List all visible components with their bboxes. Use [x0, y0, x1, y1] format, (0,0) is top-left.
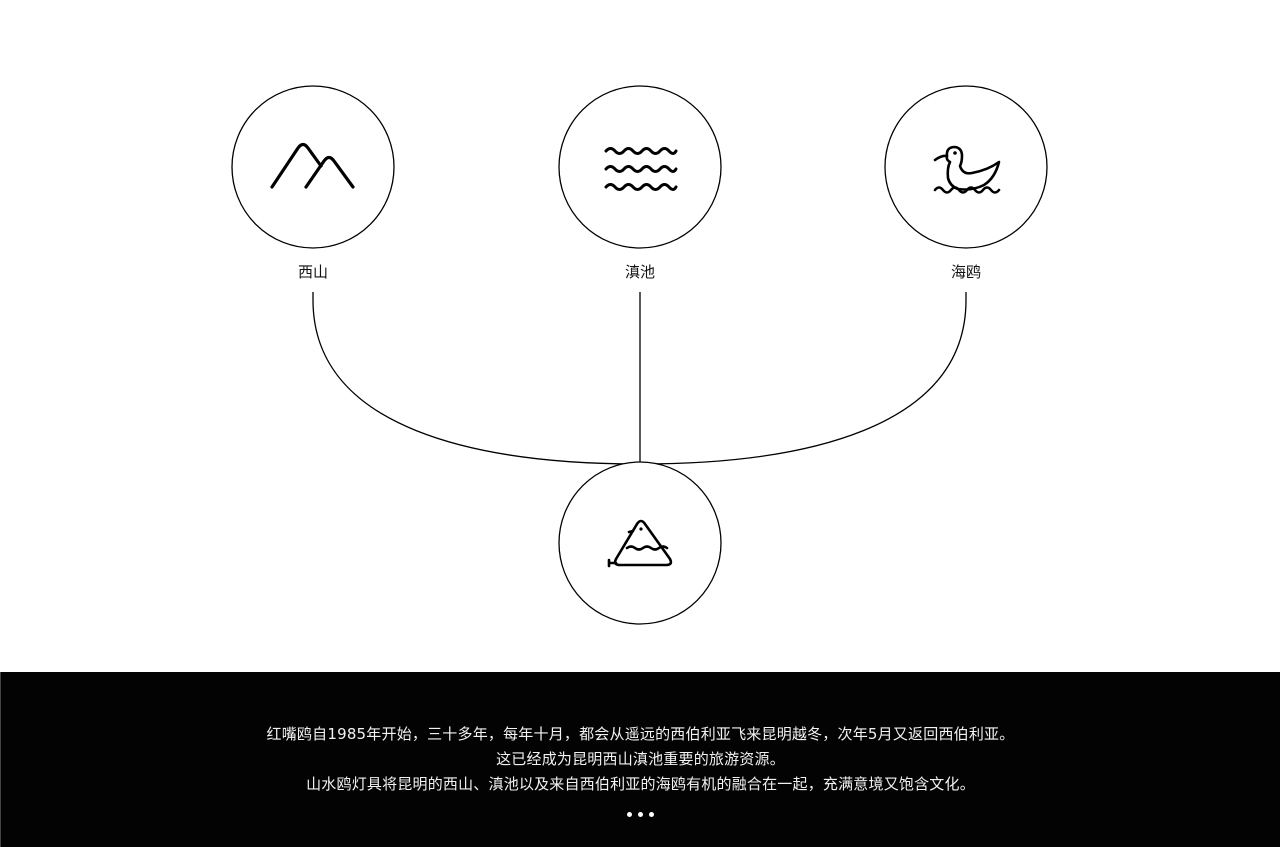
ellipsis-dot	[627, 812, 632, 817]
mountain-water-gull-lamp-icon	[607, 519, 673, 568]
description-line-2: 这已经成为昆明西山滇池重要的旅游资源。	[496, 750, 785, 768]
concept-diagram	[231, 85, 1048, 625]
ellipsis-dot	[638, 812, 643, 817]
ellipsis-icon[interactable]	[1, 812, 1280, 817]
connector-xishan	[312, 292, 641, 465]
node-label-haiou: 海鸥	[950, 263, 981, 281]
description-line-1: 红嘴鸥自1985年开始，三十多年，每年十月，都会从遥远的西伯利亚飞来昆明越冬，次…	[266, 725, 1015, 743]
lamp-gull-eye	[639, 527, 643, 531]
waves-icon	[604, 147, 678, 191]
node-label-dianchi: 滇池	[624, 263, 655, 281]
connector-haiou	[639, 292, 967, 465]
description-text: 红嘴鸥自1985年开始，三十多年，每年十月，都会从遥远的西伯利亚飞来昆明越冬，次…	[1, 722, 1280, 797]
node-circle-dianchi	[558, 85, 722, 249]
node-label-xishan: 西山	[297, 263, 328, 281]
connector-lines	[312, 292, 967, 465]
description-line-3: 山水鸥灯具将昆明的西山、滇池以及来自西伯利亚的海鸥有机的融合在一起，充满意境又饱…	[306, 775, 975, 793]
seagull-eye	[953, 151, 957, 155]
node-circle-haiou	[884, 85, 1048, 249]
seagull-icon	[933, 145, 1001, 194]
node-circle-lamp	[558, 461, 722, 625]
description-footer: 红嘴鸥自1985年开始，三十多年，每年十月，都会从遥远的西伯利亚飞来昆明越冬，次…	[0, 672, 1280, 847]
node-circle-xishan	[231, 85, 395, 249]
mountain-icon	[270, 142, 355, 189]
ellipsis-dot	[649, 812, 654, 817]
